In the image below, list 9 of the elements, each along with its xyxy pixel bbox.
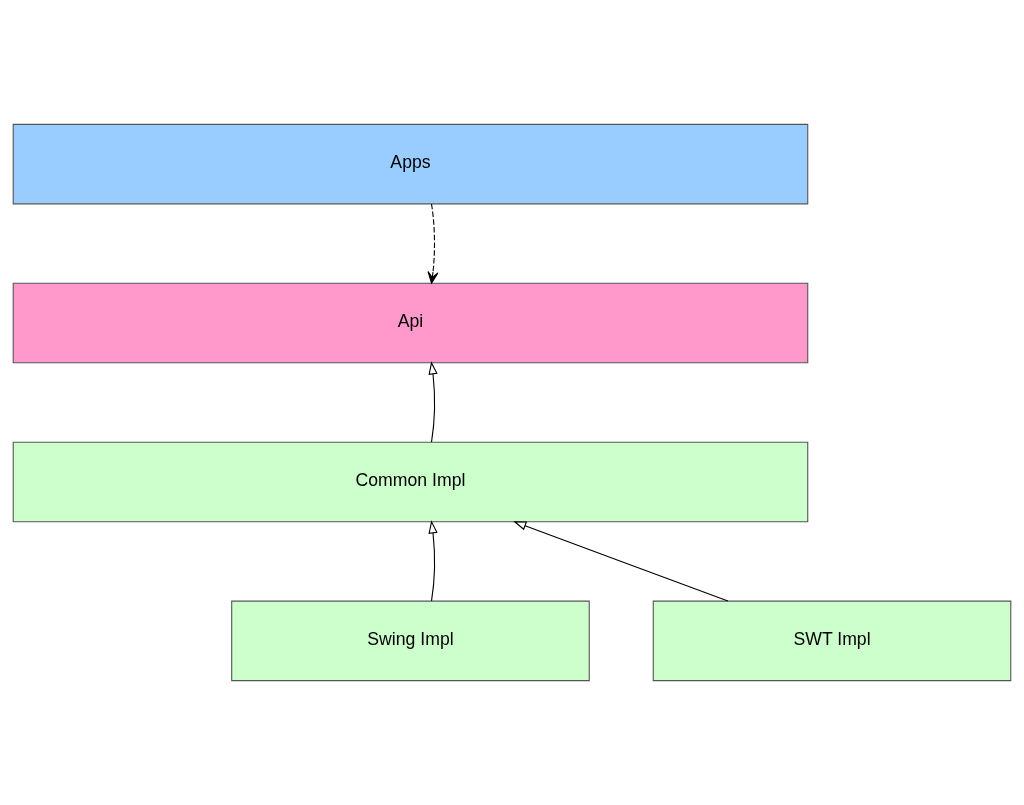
node-box: Swing Impl: [231, 600, 590, 682]
node-box: Common Impl: [12, 441, 809, 523]
arrow: [513, 521, 729, 602]
arrow: [428, 361, 438, 443]
arrow: [428, 520, 438, 602]
node-box: Apps: [12, 123, 809, 205]
arrow: [427, 203, 439, 284]
node-box: SWT Impl: [652, 600, 1012, 682]
node-box: Api: [12, 282, 809, 364]
